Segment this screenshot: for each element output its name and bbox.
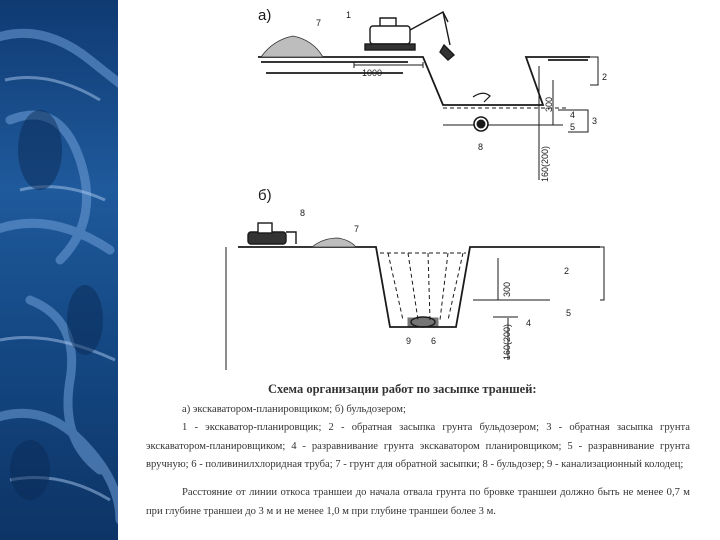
callout-b-2: 2 bbox=[564, 266, 569, 276]
callout-b-4: 4 bbox=[526, 318, 531, 328]
panel-a-label: а) bbox=[258, 7, 271, 24]
dim-a-1000: 1000 bbox=[362, 68, 382, 78]
panel-b-label: б) bbox=[258, 187, 272, 204]
callout-a-8: 8 bbox=[478, 142, 483, 152]
panel-a-backfill-soil bbox=[260, 35, 324, 58]
caption-title: Схема организации работ по засыпке транш… bbox=[268, 382, 537, 396]
panel-b-backfill-soil bbox=[310, 237, 357, 248]
callout-a-1: 1 bbox=[346, 10, 351, 20]
panel-a-excavator bbox=[364, 11, 456, 61]
panel-b-dims bbox=[473, 246, 605, 360]
caption-legend: 1 - экскаватор-планировщик; 2 - обратная… bbox=[146, 422, 690, 470]
callout-a-5: 5 bbox=[570, 122, 575, 132]
callout-a-4: 4 bbox=[570, 110, 575, 120]
trench-backfill-diagram: а) 7 1 2 4 5 3 8 1000 bbox=[225, 7, 607, 370]
callout-b-6: 6 bbox=[431, 336, 436, 346]
callout-b-9: 9 bbox=[406, 336, 411, 346]
panel-b-trench bbox=[225, 246, 600, 370]
panel-a-pipe bbox=[473, 116, 489, 132]
callout-a-2: 2 bbox=[602, 72, 607, 82]
callout-a-7: 7 bbox=[316, 18, 321, 28]
panel-b-pipe-well bbox=[407, 316, 439, 328]
callout-b-7: 7 bbox=[354, 224, 359, 234]
dim-b-300: 300 bbox=[502, 282, 512, 297]
callout-b-8: 8 bbox=[300, 208, 305, 218]
dim-a-160-200: 160(200) bbox=[540, 146, 550, 182]
callout-b-5: 5 bbox=[566, 308, 571, 318]
panel-a-dims bbox=[353, 56, 599, 180]
panel-a-trench bbox=[258, 56, 590, 106]
dim-a-300: 300 bbox=[544, 97, 554, 112]
caption-variants: а) экскаватором-планировщиком; б) бульдо… bbox=[182, 404, 406, 415]
panel-b-bulldozer bbox=[247, 222, 297, 245]
decorative-side-photo bbox=[0, 0, 118, 540]
panel-a-hand-tool bbox=[472, 92, 491, 103]
panel-b-fill-lines bbox=[380, 252, 466, 321]
dim-b-160-200: 160(200) bbox=[502, 324, 512, 360]
callout-a-3: 3 bbox=[592, 116, 597, 126]
caption-note: Расстояние от линии откоса траншеи до на… bbox=[146, 487, 690, 517]
